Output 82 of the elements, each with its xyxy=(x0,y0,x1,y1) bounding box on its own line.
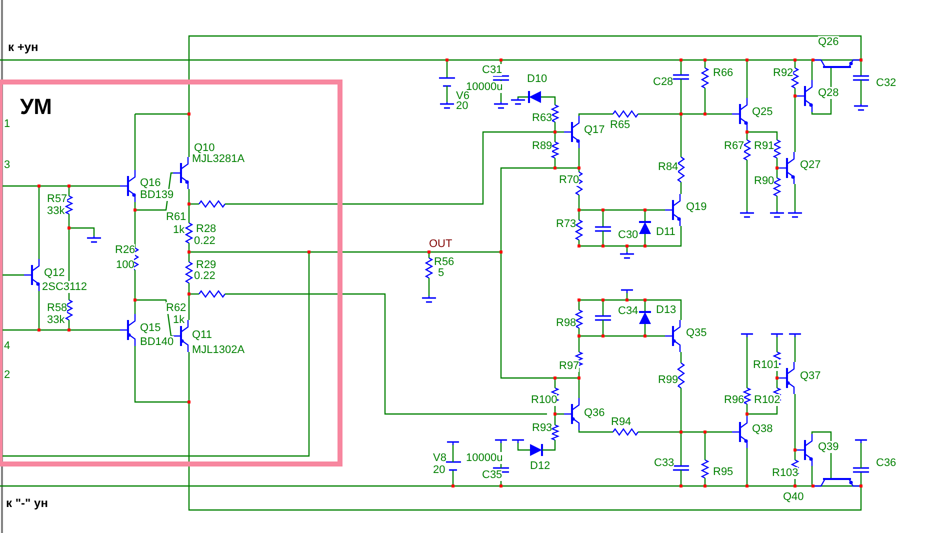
component-label: C31 xyxy=(482,64,502,76)
output-label: OUT xyxy=(429,238,452,250)
component-label: D10 xyxy=(527,73,548,85)
component-label: D11 xyxy=(656,226,676,238)
component-label: Q16 xyxy=(140,177,161,189)
component-value: 20 xyxy=(456,100,468,112)
component-label: R84 xyxy=(658,161,678,173)
pin-number: 3 xyxy=(4,159,10,171)
component-label: Q39 xyxy=(818,441,839,453)
component-label: R101 xyxy=(753,359,780,371)
component-value: MJL3281A xyxy=(192,153,245,165)
component-label: Q17 xyxy=(584,124,605,136)
component-label: R90 xyxy=(754,175,774,187)
component-value: 100 xyxy=(116,259,134,271)
component-label: R58 xyxy=(47,302,68,314)
component-label: Q25 xyxy=(752,106,773,118)
component-label: R89 xyxy=(532,140,552,152)
component-label: R91 xyxy=(754,140,774,152)
component-label: Q38 xyxy=(752,423,773,435)
component-label: R94 xyxy=(611,416,632,428)
component-label: R70 xyxy=(559,174,580,186)
component-value: 0.22 xyxy=(194,270,216,282)
component-label: Q19 xyxy=(686,201,707,213)
component-label: C32 xyxy=(876,77,896,89)
rail-label: к "-" ун xyxy=(6,496,48,510)
component-label: R103 xyxy=(772,467,798,479)
component-label: R56 xyxy=(434,256,454,268)
component-value: 1k xyxy=(173,314,185,326)
component-value: 2SC3112 xyxy=(42,281,88,293)
component-label: Q26 xyxy=(818,36,839,48)
component-value: 0.22 xyxy=(194,235,216,247)
component-value: 5 xyxy=(438,267,444,279)
component-label: R29 xyxy=(196,259,216,271)
component-label: C36 xyxy=(876,457,896,469)
component-label: C28 xyxy=(653,76,674,88)
pin-number: 1 xyxy=(4,118,10,130)
component-label: Q37 xyxy=(800,370,821,382)
component-label: D12 xyxy=(530,460,550,472)
component-label: Q35 xyxy=(686,327,707,339)
component-label: R96 xyxy=(724,394,744,406)
component-label: Q10 xyxy=(194,142,215,154)
component-label: Q28 xyxy=(818,87,839,99)
component-value: 20 xyxy=(433,464,446,476)
component-value: 33k xyxy=(47,205,65,217)
component-label: C35 xyxy=(482,469,502,481)
pin-number: 4 xyxy=(4,340,10,352)
component-label: R61 xyxy=(166,211,186,223)
component-label: R98 xyxy=(556,317,576,329)
component-label: R57 xyxy=(47,193,68,205)
component-value: 33k xyxy=(47,314,65,326)
component-label: R67 xyxy=(724,140,744,152)
component-label: R92 xyxy=(773,67,794,79)
component-label: R100 xyxy=(531,394,558,406)
component-label: Q11 xyxy=(192,329,212,341)
component-value: BD139 xyxy=(140,189,174,201)
component-label: C33 xyxy=(654,457,674,469)
component-label: Q15 xyxy=(140,322,161,334)
component-label: R66 xyxy=(713,67,734,79)
component-label: Q40 xyxy=(783,491,804,503)
component-value: MJL1302A xyxy=(192,344,245,356)
component-label: R95 xyxy=(713,466,734,478)
component-label: R28 xyxy=(196,223,216,235)
component-label: Q12 xyxy=(44,267,65,279)
component-label: C30 xyxy=(618,229,638,241)
component-value: BD140 xyxy=(140,336,174,348)
component-label: Q36 xyxy=(584,407,605,419)
component-label: R65 xyxy=(610,119,630,131)
component-label: R99 xyxy=(658,374,678,386)
component-label: V8 xyxy=(433,452,446,464)
component-label: R102 xyxy=(754,394,780,406)
component-value: 1k xyxy=(173,224,185,236)
component-label: R26 xyxy=(115,244,136,256)
pin-number: 2 xyxy=(4,369,10,381)
component-label: D13 xyxy=(656,304,676,316)
component-label: R62 xyxy=(166,302,186,314)
component-label: C34 xyxy=(618,305,638,317)
component-label: R73 xyxy=(556,218,576,230)
component-value: 10000u xyxy=(466,452,503,464)
component-label: R97 xyxy=(559,360,580,372)
component-label: R63 xyxy=(532,112,552,124)
component-label: Q27 xyxy=(800,159,821,171)
component-label: R93 xyxy=(532,422,552,434)
